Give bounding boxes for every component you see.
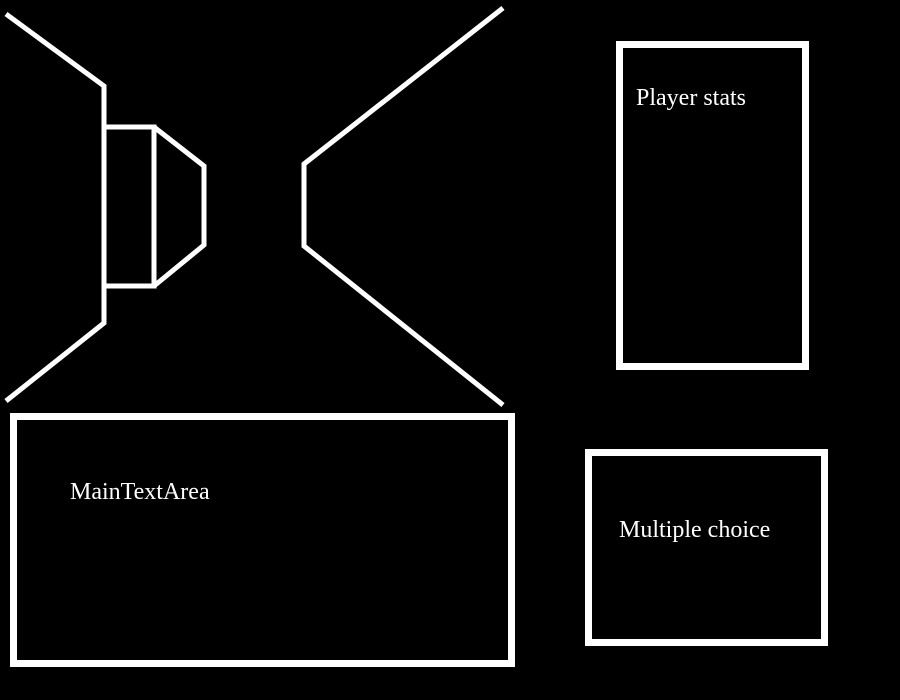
player-stats-panel: Player stats <box>616 41 809 370</box>
player-stats-label: Player stats <box>636 85 746 111</box>
left-wall-line <box>4 11 107 403</box>
right-wall-line <box>301 6 505 407</box>
side-doorway-opening <box>152 125 207 288</box>
multiple-choice-panel[interactable]: Multiple choice <box>585 449 828 646</box>
corridor-viewport <box>4 6 505 407</box>
side-doorway-frame <box>104 124 157 289</box>
multiple-choice-label: Multiple choice <box>619 517 771 543</box>
main-text-area-label: MainTextArea <box>70 479 210 505</box>
main-text-area: MainTextArea <box>10 413 515 667</box>
